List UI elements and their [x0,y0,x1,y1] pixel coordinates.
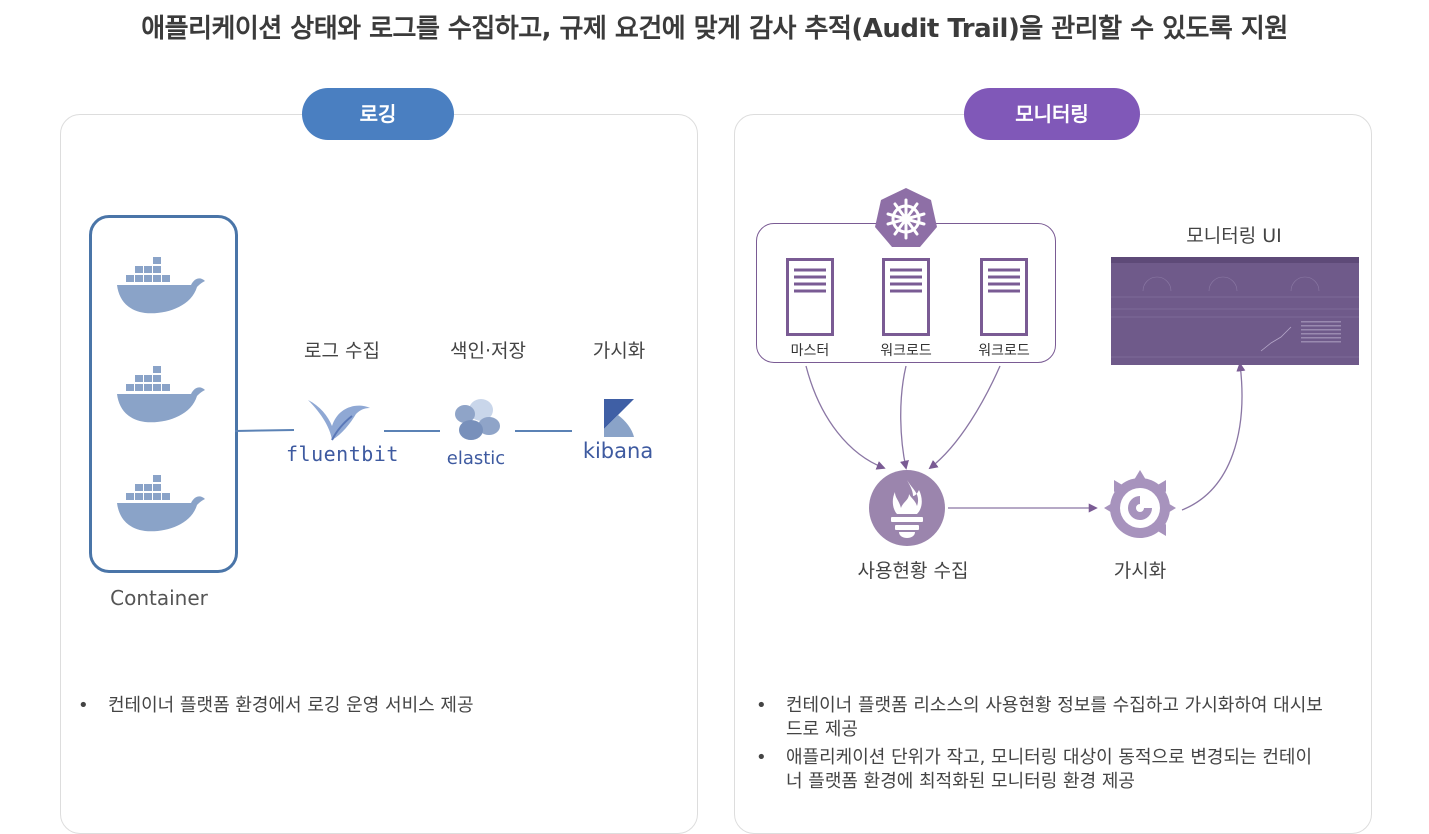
docker-whale-icon [117,475,205,532]
page-title: 애플리케이션 상태와 로그를 수집하고, 규제 요건에 맞게 감사 추적(Aud… [141,14,1288,44]
step-label-collect: 로그 수집 [304,340,380,362]
node-label-master: 마스터 [790,343,830,359]
bullet-mark: • [756,695,767,716]
monitoring-ui-label: 모니터링 UI [1186,225,1282,247]
list-item: • 컨테이너 플랫폼 리소스의 사용현황 정보를 수집하고 가시화하여 대시보드… [756,694,1326,742]
collector-label: 사용현황 수집 [857,560,969,582]
pipeline-lines [234,429,572,432]
visualize-label: 가시화 [1113,560,1167,582]
step-label-index: 색인·저장 [450,340,526,362]
kubernetes-icon [875,188,937,247]
container-box [89,215,238,573]
server-icon [786,258,834,336]
container-label: Container [110,586,208,610]
list-item: • 컨테이너 플랫폼 환경에서 로깅 운영 서비스 제공 [78,694,668,718]
kibana-icon [604,399,634,437]
grafana-icon [1104,470,1176,538]
docker-whale-icon [117,257,205,314]
bullet-text: 애플리케이션 단위가 작고, 모니터링 대상이 동적으로 변경되는 컨테이너 플… [786,747,1313,792]
bullet-text: 컨테이너 플랫폼 리소스의 사용현황 정보를 수집하고 가시화하여 대시보드로 … [786,695,1323,740]
elastic-icon [455,399,500,440]
monitoring-bullets: • 컨테이너 플랫폼 리소스의 사용현황 정보를 수집하고 가시화하여 대시보드… [756,694,1326,798]
elastic-logo: elastic [446,448,506,469]
bullet-mark: • [78,695,89,716]
list-item: • 애플리케이션 단위가 작고, 모니터링 대상이 동적으로 변경되는 컨테이너… [756,746,1326,794]
kibana-logo: kibana [582,439,654,463]
fluentbit-logo: fluentbit [286,442,399,466]
prometheus-icon [869,470,945,546]
dashboard-thumbnail [1111,257,1359,365]
server-icon [980,258,1028,336]
fluentbit-bird-icon [308,400,370,441]
logging-bullets: • 컨테이너 플랫폼 환경에서 로깅 운영 서비스 제공 [78,694,668,722]
docker-whale-icon [117,366,205,423]
monitoring-pill: 모니터링 [964,88,1140,140]
node-label-workload: 워크로드 [880,343,932,359]
server-icon [882,258,930,336]
logging-pill: 로깅 [302,88,454,140]
bullet-text: 컨테이너 플랫폼 환경에서 로깅 운영 서비스 제공 [108,695,474,716]
bullet-mark: • [756,747,767,768]
step-label-visualize: 가시화 [592,340,646,362]
node-label-workload: 워크로드 [978,343,1030,359]
logging-panel [60,114,698,834]
